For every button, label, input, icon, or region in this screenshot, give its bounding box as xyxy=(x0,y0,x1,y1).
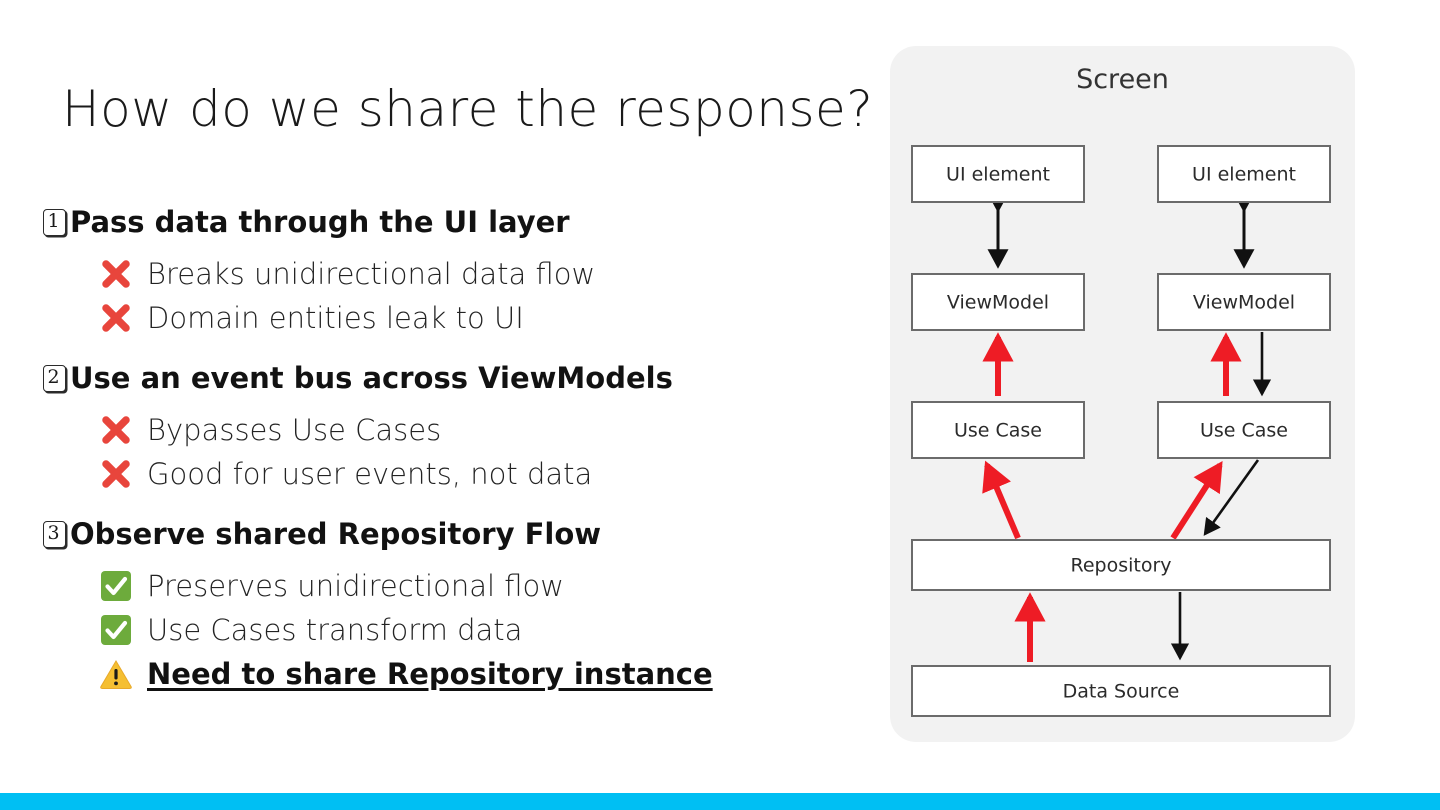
node-label: UI element xyxy=(1192,164,1296,186)
list-item-label: Bypasses Use Cases xyxy=(147,412,442,447)
section-2-title: Use an event bus across ViewModels xyxy=(70,360,673,395)
section-1-items: Breaks unidirectional data flow Domain e… xyxy=(42,252,842,340)
diagram-canvas: UI element UI element ViewModel ViewMode… xyxy=(911,145,1331,717)
list-item: Need to share Repository instance xyxy=(98,652,842,696)
section-3: 3 Observe shared Repository Flow Preserv… xyxy=(42,512,842,696)
section-2: 2 Use an event bus across ViewModels Byp… xyxy=(42,356,842,496)
section-1-title: Pass data through the UI layer xyxy=(70,204,570,239)
node-label: ViewModel xyxy=(947,292,1049,314)
keycap-3-icon: 3 xyxy=(42,519,68,549)
check-mark-button-icon xyxy=(101,571,131,601)
list-item-label: Use Cases transform data xyxy=(147,612,523,647)
keycap-2-icon: 2 xyxy=(42,363,68,393)
list-item-label: Domain entities leak to UI xyxy=(147,300,524,335)
node-usecase-left[interactable]: Use Case xyxy=(911,401,1085,459)
cross-mark-icon xyxy=(102,460,130,488)
section-2-heading: 2 Use an event bus across ViewModels xyxy=(42,356,842,400)
section-1: 1 Pass data through the UI layer Breaks … xyxy=(42,200,842,340)
content-list: 1 Pass data through the UI layer Breaks … xyxy=(42,200,842,696)
node-viewmodel-left[interactable]: ViewModel xyxy=(911,273,1085,331)
node-viewmodel-right[interactable]: ViewModel xyxy=(1157,273,1331,331)
section-3-heading: 3 Observe shared Repository Flow xyxy=(42,512,842,556)
node-label: Use Case xyxy=(1200,420,1288,442)
edge-usecase-right-to-repository xyxy=(1203,459,1260,536)
diagram-title: Screen xyxy=(1076,64,1169,95)
node-label: ViewModel xyxy=(1193,292,1295,314)
node-label: Repository xyxy=(1070,555,1171,577)
warning-icon xyxy=(100,660,132,689)
node-ui-element-left[interactable]: UI element xyxy=(911,145,1085,203)
check-mark-button-icon xyxy=(101,615,131,645)
architecture-diagram-panel: Screen xyxy=(890,46,1355,742)
cross-mark-icon xyxy=(102,260,130,288)
page-title: How do we share the response? xyxy=(62,80,874,138)
section-3-title: Observe shared Repository Flow xyxy=(70,516,602,551)
list-item-label: Need to share Repository instance xyxy=(147,656,713,691)
list-item: Good for user events, not data xyxy=(98,452,842,496)
node-data-source[interactable]: Data Source xyxy=(911,665,1331,717)
list-item: Domain entities leak to UI xyxy=(98,296,842,340)
section-2-items: Bypasses Use Cases Good for user events,… xyxy=(42,408,842,496)
cross-mark-icon xyxy=(102,416,130,444)
section-3-items: Preserves unidirectional flow Use Cases … xyxy=(42,564,842,696)
list-item: Breaks unidirectional data flow xyxy=(98,252,842,296)
list-item-label: Preserves unidirectional flow xyxy=(147,568,564,603)
list-item: Use Cases transform data xyxy=(98,608,842,652)
footer-accent-bar xyxy=(0,793,1440,810)
node-label: UI element xyxy=(946,164,1050,186)
node-ui-element-right[interactable]: UI element xyxy=(1157,145,1331,203)
node-label: Use Case xyxy=(954,420,1042,442)
keycap-1-icon: 1 xyxy=(42,207,68,237)
cross-mark-icon xyxy=(102,304,130,332)
node-repository[interactable]: Repository xyxy=(911,539,1331,591)
list-item: Preserves unidirectional flow xyxy=(98,564,842,608)
node-label: Data Source xyxy=(1063,681,1180,703)
list-item-label: Good for user events, not data xyxy=(147,456,593,491)
list-item-label: Breaks unidirectional data flow xyxy=(147,256,596,291)
list-item: Bypasses Use Cases xyxy=(98,408,842,452)
node-usecase-right[interactable]: Use Case xyxy=(1157,401,1331,459)
section-1-heading: 1 Pass data through the UI layer xyxy=(42,200,842,244)
edge-repository-to-usecase-left xyxy=(982,460,1021,540)
edge-repository-to-usecase-right xyxy=(1170,460,1223,540)
